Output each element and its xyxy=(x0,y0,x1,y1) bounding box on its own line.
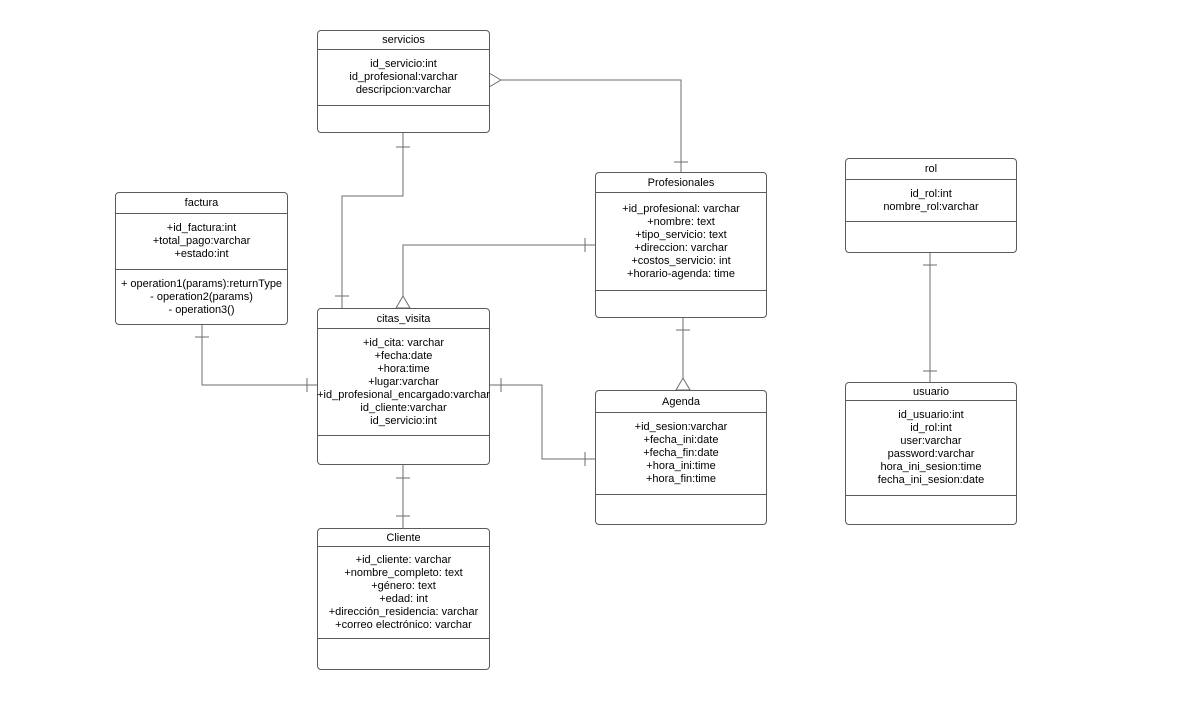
class-attribute: +horario-agenda: time xyxy=(627,267,735,280)
class-title-profesionales: Profesionales xyxy=(596,173,766,193)
class-title-servicios: servicios xyxy=(318,31,489,50)
class-attribute: id_rol:int xyxy=(910,187,952,200)
class-attributes: +id_factura:int+total_pago:varchar+estad… xyxy=(116,214,287,270)
generalization-arrow xyxy=(488,72,502,88)
class-attribute: +id_profesional: varchar xyxy=(622,202,740,215)
class-attribute: +id_cliente: varchar xyxy=(355,553,452,566)
class-box-agenda[interactable]: Agenda+id_sesion:varchar+fecha_ini:date+… xyxy=(595,390,767,525)
class-empty-compartment xyxy=(846,222,1016,252)
class-operation: + operation1(params):returnType xyxy=(120,277,283,290)
class-attribute: +id_sesion:varchar xyxy=(634,421,728,433)
generalization-arrow xyxy=(675,377,691,391)
class-attributes: +id_sesion:varchar+fecha_ini:date+fecha_… xyxy=(596,413,766,495)
class-attribute: +costos_servicio: int xyxy=(631,254,731,267)
class-box-profesionales[interactable]: Profesionales+id_profesional: varchar+no… xyxy=(595,172,767,318)
class-attributes: +id_profesional: varchar+nombre: text+ti… xyxy=(596,193,766,291)
class-empty-compartment xyxy=(318,639,489,669)
class-attribute: +correo electrónico: varchar xyxy=(335,618,472,631)
class-title-rol: rol xyxy=(846,159,1016,180)
class-empty-compartment xyxy=(318,106,489,132)
class-attribute: +hora:time xyxy=(377,362,430,375)
class-operation: - operation2(params) xyxy=(150,290,253,303)
class-attribute: +género: text xyxy=(371,579,436,592)
class-attribute: +fecha:date xyxy=(374,349,433,362)
connector-profesionales-to-citas-visita xyxy=(402,244,595,297)
class-attribute: hora_ini_sesion:time xyxy=(880,461,982,473)
class-empty-compartment xyxy=(846,496,1016,524)
class-attribute: +id_cita: varchar xyxy=(362,336,444,349)
class-empty-compartment xyxy=(596,291,766,317)
class-attribute: id_servicio:int xyxy=(370,58,437,70)
class-attribute: +direccion: varchar xyxy=(634,241,728,254)
connector-citas-visita-to-agenda xyxy=(490,384,595,460)
class-attribute: id_servicio:int xyxy=(370,414,437,427)
class-title-cliente: Cliente xyxy=(318,529,489,547)
class-box-citas-visita[interactable]: citas_visita+id_cita: varchar+fecha:date… xyxy=(317,308,490,465)
class-attributes: +id_cliente: varchar+nombre_completo: te… xyxy=(318,547,489,639)
class-attribute: +fecha_ini:date xyxy=(643,434,719,446)
class-attribute: +hora_fin:time xyxy=(645,473,716,485)
class-attribute: descripcion:varchar xyxy=(355,84,452,96)
class-title-factura: factura xyxy=(116,193,287,214)
class-attribute: id_rol:int xyxy=(910,422,952,434)
class-title-agenda: Agenda xyxy=(596,391,766,413)
class-operation: - operation3() xyxy=(168,303,235,316)
class-attribute: +lugar:varchar xyxy=(368,375,439,388)
class-attribute: +total_pago:varchar xyxy=(152,235,251,247)
class-attribute: +nombre: text xyxy=(647,215,715,228)
class-attribute: id_cliente:varchar xyxy=(360,401,447,414)
class-attribute: +fecha_fin:date xyxy=(643,447,719,459)
class-attribute: +estado:int xyxy=(174,248,229,260)
class-attribute: id_profesional:varchar xyxy=(349,71,458,83)
class-box-factura[interactable]: factura+id_factura:int+total_pago:varcha… xyxy=(115,192,288,325)
class-attribute: +id_factura:int xyxy=(166,222,237,234)
connector-servicios-to-profesionales xyxy=(500,79,682,172)
class-attribute: password:varchar xyxy=(887,448,975,460)
class-attribute: +edad: int xyxy=(379,592,428,605)
class-attribute: +hora_ini:time xyxy=(646,460,716,472)
class-attributes: +id_cita: varchar+fecha:date+hora:time+l… xyxy=(317,329,490,436)
generalization-arrow xyxy=(395,295,411,309)
class-empty-compartment xyxy=(596,495,766,524)
class-attribute: user:varchar xyxy=(900,435,962,447)
class-attribute: +tipo_servicio: text xyxy=(635,228,727,241)
connector-servicios-to-citas-visita xyxy=(341,133,404,308)
class-box-cliente[interactable]: Cliente+id_cliente: varchar+nombre_compl… xyxy=(317,528,490,670)
class-attribute: nombre_rol:varchar xyxy=(883,200,979,213)
class-attribute: fecha_ini_sesion:date xyxy=(877,474,985,486)
class-title-citas-visita: citas_visita xyxy=(318,309,489,329)
class-empty-compartment xyxy=(318,436,489,464)
class-attribute: +dirección_residencia: varchar xyxy=(328,605,479,618)
class-attribute: id_usuario:int xyxy=(898,409,964,421)
class-operations: + operation1(params):returnType- operati… xyxy=(116,270,287,324)
class-attribute: +id_profesional_encargado:varchar xyxy=(317,388,490,401)
class-attribute: +nombre_completo: text xyxy=(344,566,463,579)
connector-factura-to-citas-visita xyxy=(201,325,317,386)
class-title-usuario: usuario xyxy=(846,383,1016,401)
